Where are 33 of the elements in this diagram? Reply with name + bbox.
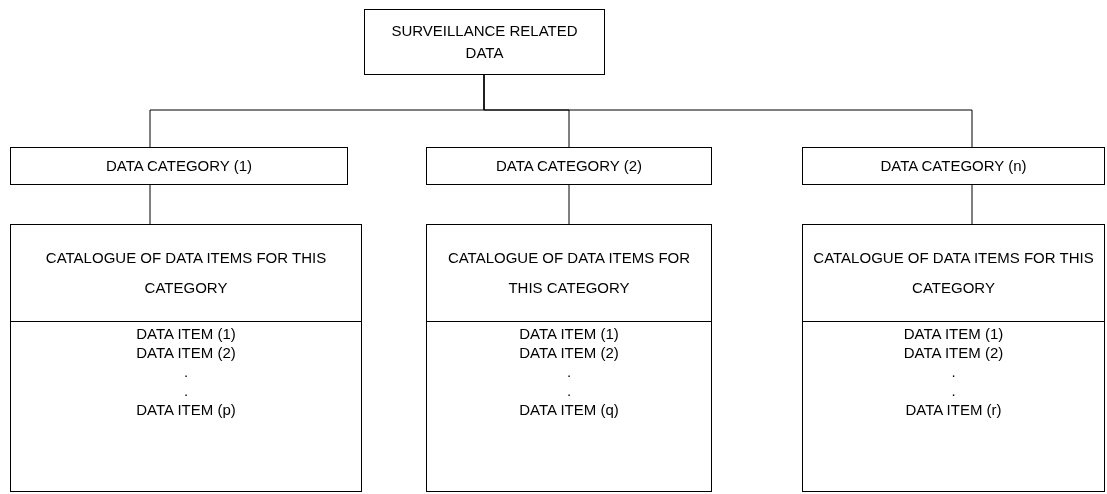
connector-line <box>483 74 973 148</box>
data-item: . <box>566 362 572 381</box>
connector-line <box>568 184 570 225</box>
category-box <box>802 147 1105 185</box>
category-box <box>426 147 712 185</box>
box-label: DATA CATEGORY (2) <box>495 156 643 176</box>
data-item: . <box>951 362 956 381</box>
catalogue-box <box>10 224 362 492</box>
data-item: . <box>566 381 572 400</box>
data-item: DATA ITEM (1) <box>519 324 619 343</box>
catalogue-heading: CATALOGUE OF DATA ITEMS FOR THIS CATEGORY <box>812 248 1095 298</box>
data-item: DATA ITEM (q) <box>519 400 619 419</box>
data-item: . <box>183 362 189 381</box>
data-item: DATA ITEM (2) <box>903 343 1004 362</box>
catalogue-heading: CATALOGUE OF DATA ITEMS FOR THIS CATEGORY <box>446 248 692 298</box>
data-item: DATA ITEM (p) <box>136 400 236 419</box>
data-item: . <box>951 381 956 400</box>
box-label: SURVEILLANCE RELATED DATA <box>390 21 579 63</box>
box-label: DATA CATEGORY (1) <box>105 156 253 176</box>
data-item: . <box>183 381 189 400</box>
catalogue-box <box>802 224 1105 492</box>
data-item: DATA ITEM (2) <box>136 343 236 362</box>
root-box <box>364 9 605 75</box>
box-label: DATA CATEGORY (n) <box>880 156 1027 176</box>
connector-line <box>971 184 973 225</box>
data-item: DATA ITEM (1) <box>136 324 236 343</box>
data-item: DATA ITEM (1) <box>903 324 1004 343</box>
data-item: DATA ITEM (2) <box>519 343 619 362</box>
connector-line <box>149 184 151 225</box>
category-box <box>10 147 348 185</box>
data-item: DATA ITEM (r) <box>905 400 1002 419</box>
catalogue-heading: CATALOGUE OF DATA ITEMS FOR THIS CATEGORY <box>44 248 328 298</box>
catalogue-box <box>426 224 712 492</box>
